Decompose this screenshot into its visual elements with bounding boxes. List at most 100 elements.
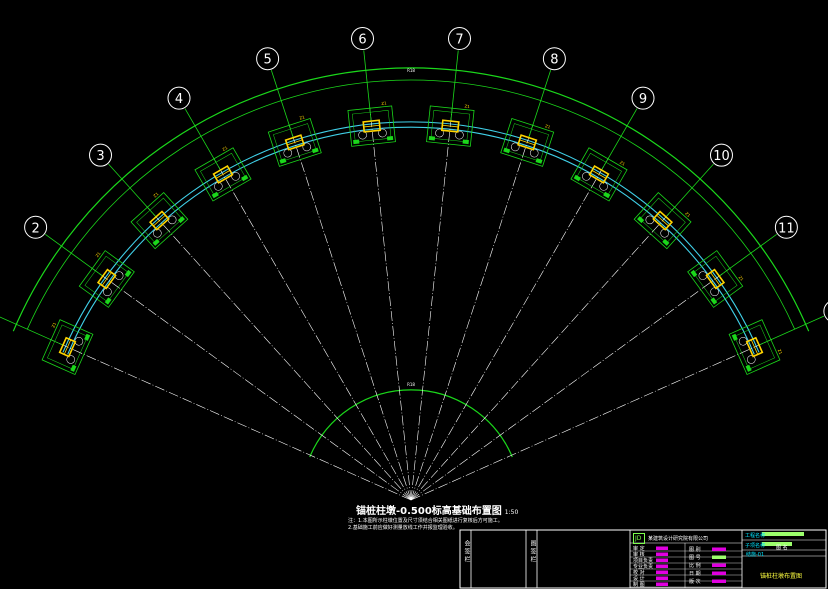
note-line-2: 2.基础施工前应做好测量放线工作并报监理验收。 <box>348 525 458 531</box>
column-section <box>588 164 610 184</box>
axis-line-5 <box>288 124 412 501</box>
axis-label-8: 8 <box>550 53 558 68</box>
pile-circle-left <box>435 128 444 138</box>
axis-line-11 <box>410 267 731 501</box>
pad-inner-outline <box>505 123 549 162</box>
drawing-scale: 1:50 <box>504 509 519 516</box>
axis-extension-8 <box>528 69 552 139</box>
pile-circle-left <box>698 271 708 280</box>
pile-circle-left <box>66 355 75 364</box>
dim-tag-right <box>124 269 132 278</box>
pad-inner-outline <box>692 255 738 303</box>
signature-mark <box>656 558 668 562</box>
column-pad-4: Z1 <box>194 145 252 202</box>
column-section-mid <box>710 272 721 286</box>
axis-bubble-6 <box>350 27 374 51</box>
pad-outline <box>687 250 744 308</box>
column-section-mid <box>591 170 607 179</box>
field-value-mark <box>712 555 726 559</box>
column-section <box>212 164 234 184</box>
pile-circle-right <box>747 355 756 364</box>
dim-tag-right <box>462 139 469 145</box>
countersign-cell: 会签栏 <box>463 540 470 564</box>
column-section-mid <box>287 139 303 146</box>
axis-line-2 <box>91 267 412 501</box>
axis-bubble-4 <box>167 86 191 110</box>
pad-inner-outline <box>200 152 246 196</box>
sheet-label: 图 名 <box>776 545 788 551</box>
column-tag-6: Z1 <box>381 100 387 106</box>
dim-tag-right <box>662 238 670 246</box>
column-section <box>517 134 538 151</box>
pad-outline <box>570 147 628 202</box>
company-logo: JD <box>633 533 645 544</box>
pad-outline <box>728 319 781 376</box>
pad-inner-outline <box>430 110 470 143</box>
pad-inner-outline <box>84 255 130 303</box>
axis-line-8 <box>410 124 534 501</box>
beam-arc-outer <box>62 121 760 353</box>
column-tag-10: Z1 <box>684 211 692 219</box>
column-tag-2: Z1 <box>94 251 101 259</box>
column-section-mid <box>656 214 669 227</box>
pad-outline <box>130 191 189 250</box>
axis-extension-3 <box>108 163 158 218</box>
dimension-label-outer: R18 <box>407 68 415 73</box>
pad-inner-outline <box>273 123 317 162</box>
dim-tag-left <box>503 147 511 154</box>
axis-label-5: 5 <box>263 53 271 68</box>
dim-tag-left <box>428 135 436 141</box>
axis-extension-9 <box>600 108 638 172</box>
column-tag-8: Z1 <box>544 123 551 130</box>
axis-label-10: 10 <box>713 149 730 164</box>
column-pad-6: Z1 <box>347 100 396 147</box>
drawing-notes: 注：1.本图所示柱墩位置及尺寸须结合相关图纸进行复核后方可施工。 2.基础施工前… <box>348 518 503 532</box>
axis-extension-10 <box>664 163 714 218</box>
column-pad-3: Z1 <box>130 191 189 250</box>
column-section <box>362 119 382 133</box>
stamp-cell: 图签栏 <box>529 540 536 564</box>
column-tag-1: Z1 <box>50 321 57 328</box>
column-pad-10: Z1 <box>633 191 692 250</box>
dim-tag-right <box>311 147 319 154</box>
pile-circle-right <box>74 336 84 346</box>
beam-arc-inner <box>67 126 755 355</box>
pad-inner-outline <box>47 324 88 370</box>
field-value-mark <box>712 547 726 551</box>
axis-bubble-12 <box>823 302 828 321</box>
dim-tag-right <box>535 158 543 164</box>
column-section-mid <box>215 170 231 179</box>
axis-bubble-3 <box>89 143 113 167</box>
column-section-mid <box>363 124 380 128</box>
title-block-role: 专业负责 <box>633 564 654 570</box>
column-tag-11: Z1 <box>738 275 745 283</box>
pad-outline <box>267 117 322 167</box>
outer-arc-2 <box>26 79 796 330</box>
column-tag-12: Z1 <box>777 348 784 355</box>
title-block-role: 设 计 <box>633 576 645 582</box>
pad-inner-outline <box>734 324 775 370</box>
pile-circle-right <box>599 182 608 191</box>
title-block-role: 制 图 <box>633 582 645 588</box>
axis-bubble-7 <box>448 27 472 51</box>
pad-outline <box>633 191 692 250</box>
dim-tag-left <box>690 269 698 278</box>
dim-tag-left <box>637 216 645 224</box>
column-pad-7: Z1 <box>426 103 475 147</box>
signature-mark <box>656 552 668 556</box>
dim-tag-right <box>745 364 752 372</box>
axis-label-12: 12 <box>827 305 828 320</box>
dim-tag-left <box>152 238 160 246</box>
pile-circle-left <box>283 148 293 158</box>
axis-line-10 <box>410 206 676 501</box>
sheet-name: 锚桩柱墩布置图 <box>760 573 803 580</box>
pile-circle-right <box>302 142 312 152</box>
column-section-mid <box>63 339 72 355</box>
axis-extension-1 <box>0 316 65 346</box>
pile-circle-left <box>358 130 367 140</box>
axis-line-9 <box>410 157 609 501</box>
pad-outline <box>41 319 94 376</box>
pile-circle-left <box>153 228 162 238</box>
